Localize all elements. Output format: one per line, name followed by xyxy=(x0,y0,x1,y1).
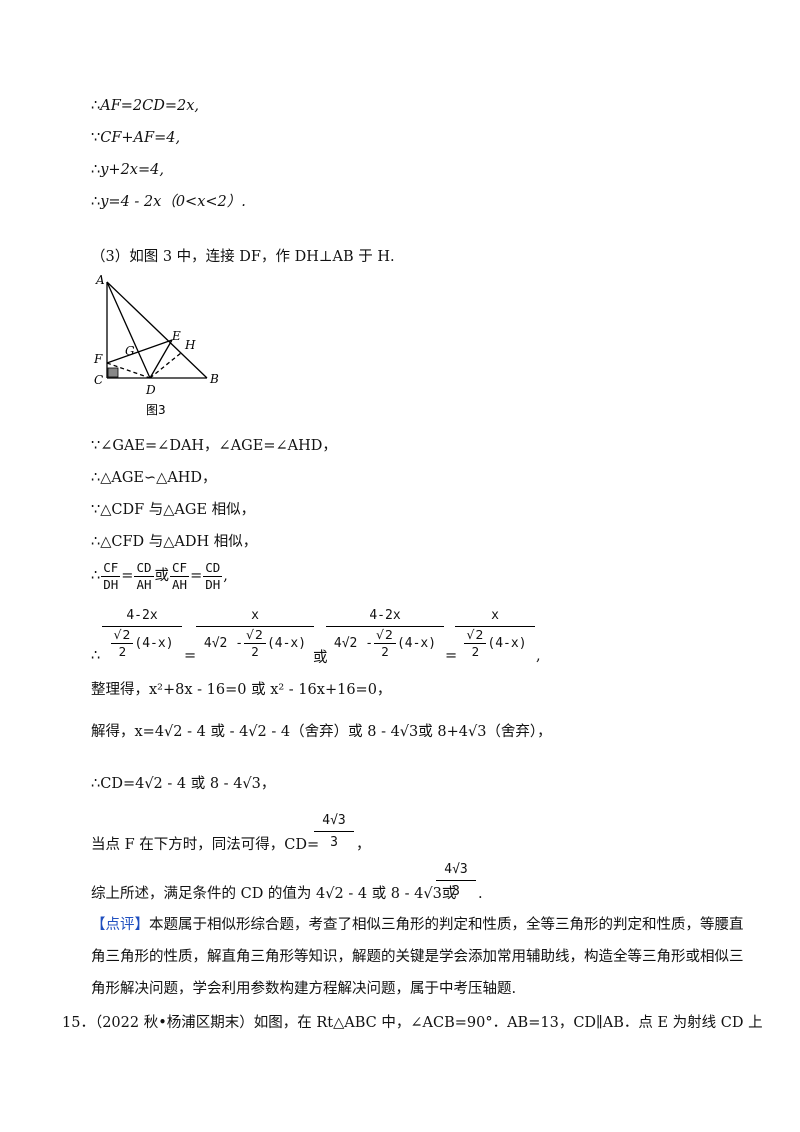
comma-tail: , xyxy=(536,648,541,664)
label-f: F xyxy=(93,352,103,366)
segment-fe xyxy=(106,339,173,364)
or-1: 或 xyxy=(313,650,328,666)
label-e: E xyxy=(171,329,181,343)
question-15: 15．（2022 秋•杨浦区期末）如图，在 Rt△ABC 中，∠ACB=90°．… xyxy=(62,1015,763,1031)
comment-line-1: 【点评】本题属于相似形综合题，考查了相似三角形的判定和性质，全等三角形的判定和性… xyxy=(91,917,744,933)
segment-ab xyxy=(106,281,208,379)
line-simplify: 整理得，x²+8x - 16=0 或 x² - 16x+16=0， xyxy=(91,682,392,698)
part3-heading: （3）如图 3 中，连接 DF，作 DH⊥AB 于 H. xyxy=(91,249,395,265)
label-g: G xyxy=(125,344,135,358)
segment-dh-dashed xyxy=(149,352,182,379)
equals-1: = xyxy=(184,648,197,664)
segment-de xyxy=(149,339,173,379)
label-c: C xyxy=(94,373,103,387)
line-similar-3: ∴△CFD 与△ADH 相似， xyxy=(91,534,258,550)
comma-after-cd: ， xyxy=(356,837,371,853)
line-y-expr: ∴y=4 - 2x（0<x<2）. xyxy=(91,194,246,210)
line-af: ∴AF=2CD=2x, xyxy=(91,98,200,114)
line-f-below: 当点 F 在下方时，同法可得，CD= xyxy=(91,837,320,853)
label-b: B xyxy=(209,372,219,386)
fraction-4sqrt3-over-3: 4√3 3 xyxy=(314,811,354,854)
line-cd-values: ∴CD=4√2 - 4 或 8 - 4√3， xyxy=(91,776,276,792)
segment-ad xyxy=(106,281,151,379)
comment-tag: 【点评】 xyxy=(91,917,149,933)
line-summary: 综上所述，满足条件的 CD 的值为 4√2 - 4 或 8 - 4√3或 xyxy=(91,886,457,902)
comment-line-2: 角三角形的性质，解直角三角形等知识，解题的关键是学会添加常用辅助线，构造全等三角… xyxy=(91,949,744,965)
figure-caption: 图3 xyxy=(146,403,166,417)
therefore-symbol: ∴ xyxy=(91,648,101,664)
fraction-summary: 4√3 3 xyxy=(436,860,476,903)
line-cf-af: ∵CF+AF=4, xyxy=(91,130,181,146)
geometry-figure-3: A F C G E H D B 图3 xyxy=(93,273,219,417)
right-angle-marker xyxy=(107,367,119,378)
label-a: A xyxy=(95,273,105,287)
equals-2: = xyxy=(445,648,458,664)
line-solve: 解得，x=4√2 - 4 或 - 4√2 - 4（舍弃）或 8 - 4√3或 8… xyxy=(91,724,552,740)
line-angle-equal: ∵∠GAE=∠DAH，∠AGE=∠AHD， xyxy=(91,438,337,454)
period-summary: . xyxy=(478,886,483,902)
label-d: D xyxy=(145,383,156,397)
line-similar-2: ∵△CDF 与△AGE 相似， xyxy=(91,502,256,518)
label-h: H xyxy=(184,338,196,352)
segment-df-dashed xyxy=(106,362,151,379)
comment-line-3: 角形解决问题，学会利用参数构建方程解决问题，属于中考压轴题. xyxy=(91,981,517,997)
line-y-2x: ∴y+2x=4, xyxy=(91,162,164,178)
line-similar-1: ∴△AGE∽△AHD， xyxy=(91,470,217,486)
